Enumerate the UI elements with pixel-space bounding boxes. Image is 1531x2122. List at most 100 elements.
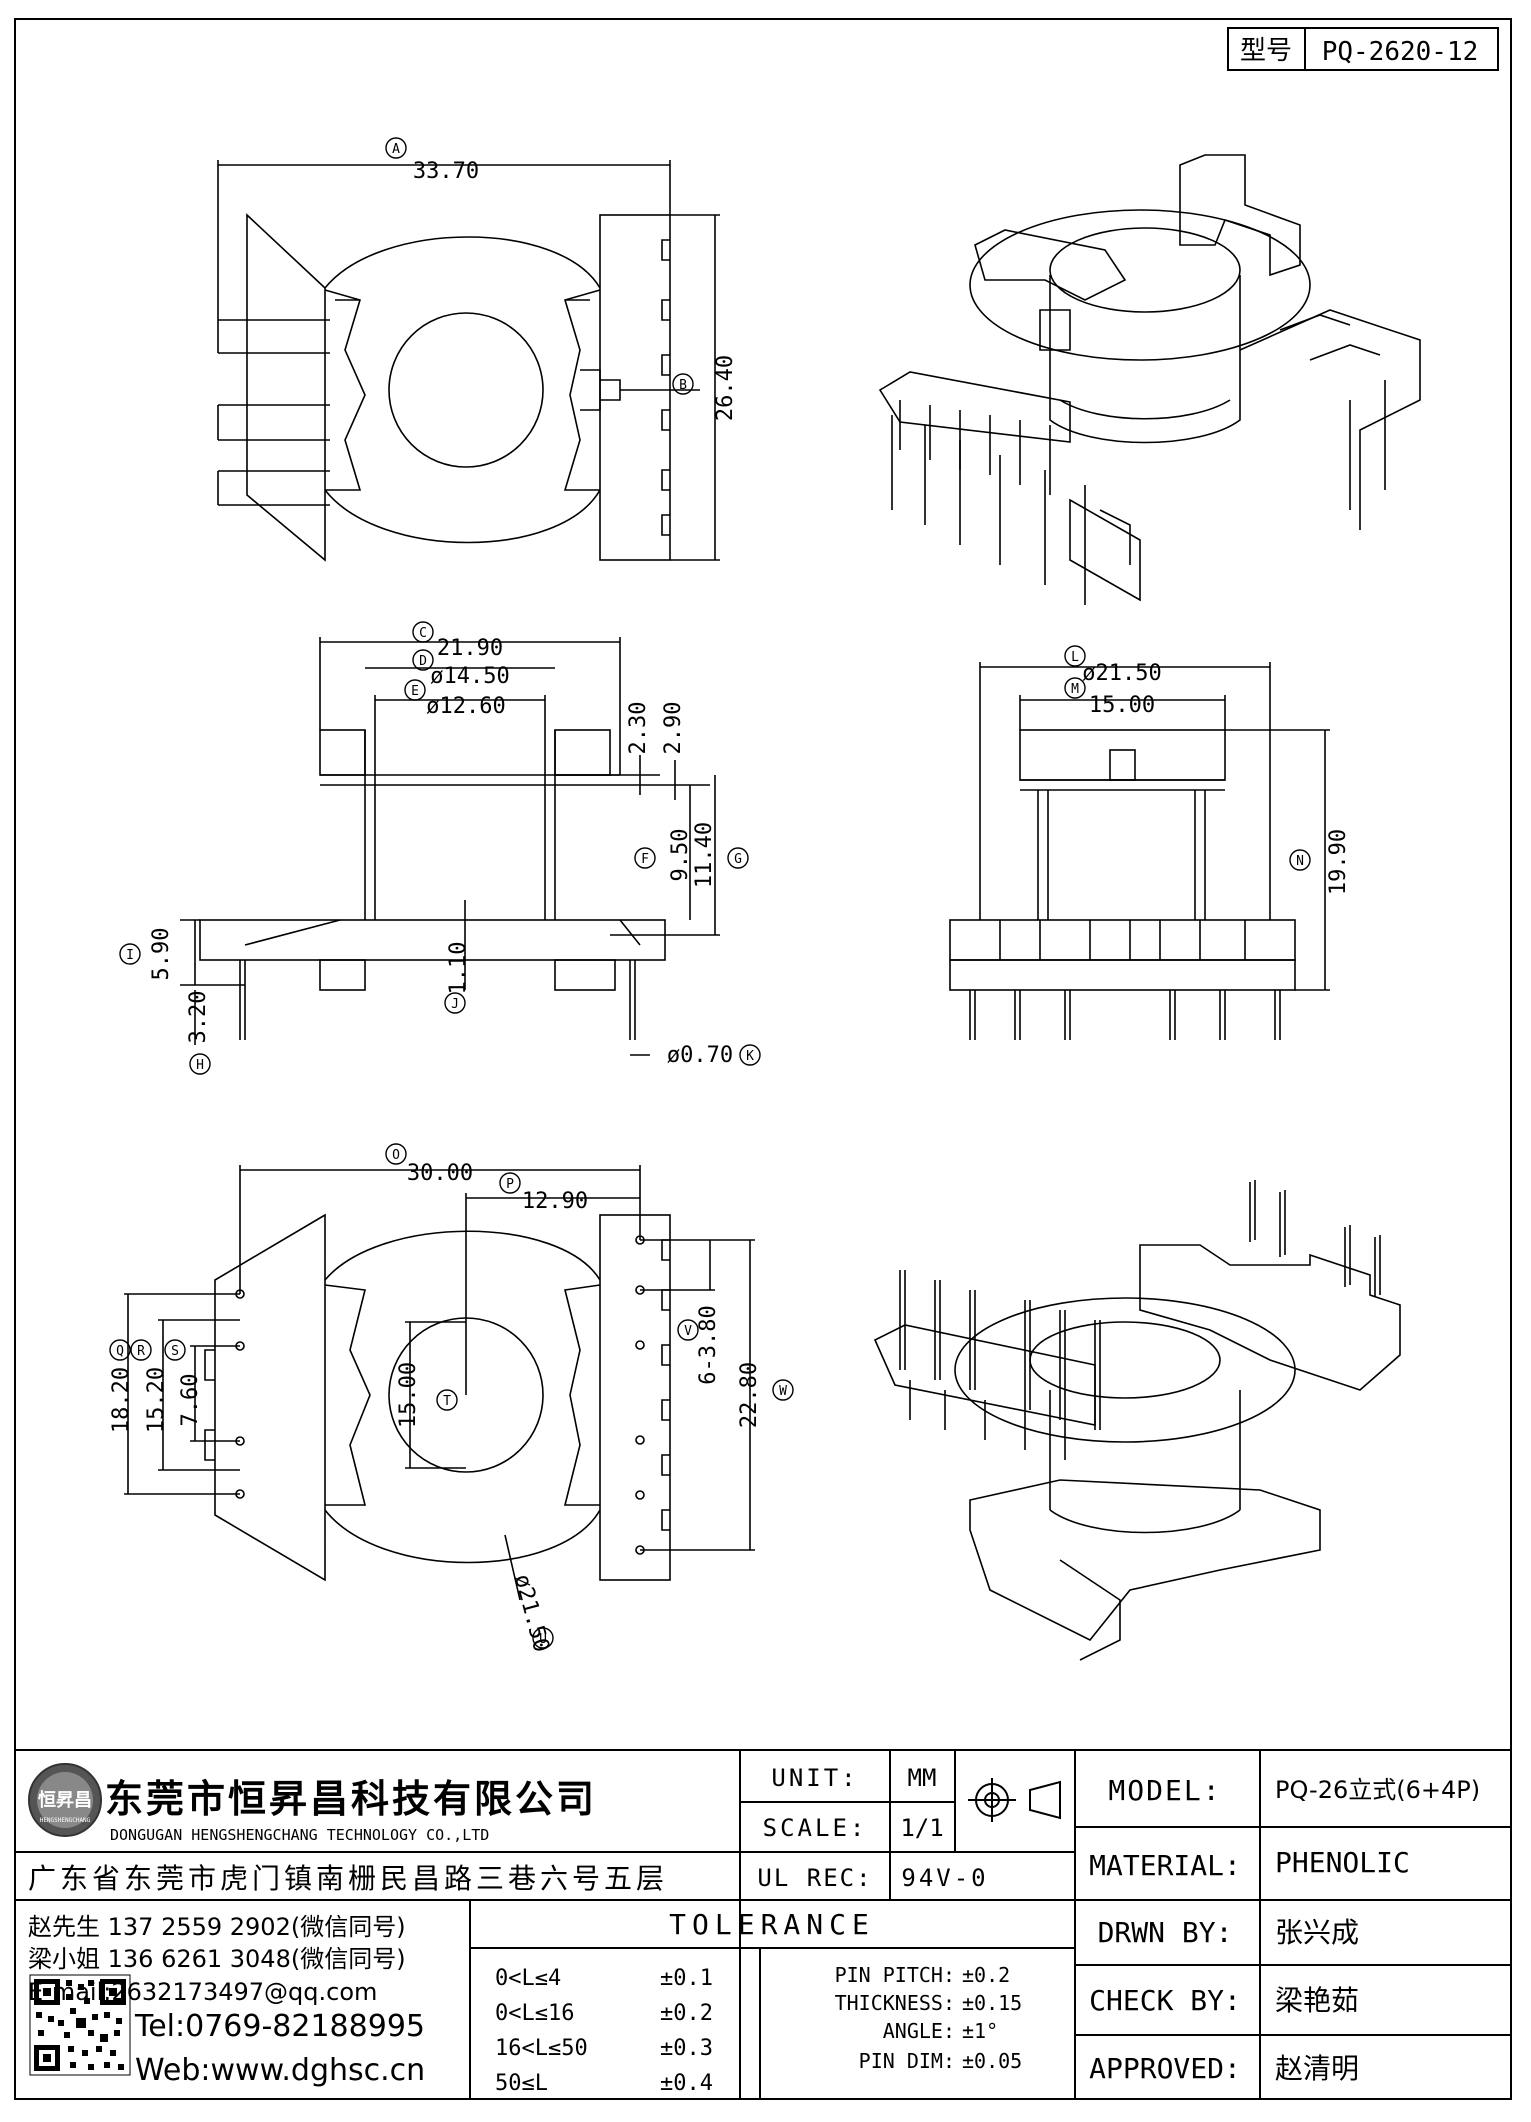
dim-D: D ø14.50 xyxy=(412,649,510,689)
svg-text:±0.2: ±0.2 xyxy=(962,1963,1010,1987)
dim-A: A 33.70 xyxy=(385,137,479,184)
dim-W: W 22.80 xyxy=(737,1362,794,1428)
svg-text:ø14.50: ø14.50 xyxy=(430,664,509,689)
material-label: MATERIAL: xyxy=(1089,1849,1241,1882)
svg-text:22.80: 22.80 xyxy=(737,1362,762,1428)
svg-text:HENGSHENGCHANG: HENGSHENGCHANG xyxy=(40,1817,91,1824)
svg-text:ø12.60: ø12.60 xyxy=(426,694,505,719)
svg-text:O: O xyxy=(392,1148,400,1163)
svg-text:0<L≤4: 0<L≤4 xyxy=(495,1966,561,1991)
svg-text:ø0.70: ø0.70 xyxy=(667,1043,733,1068)
svg-text:30.00: 30.00 xyxy=(407,1161,473,1186)
svg-text:S: S xyxy=(171,1344,179,1359)
svg-text:9.50: 9.50 xyxy=(668,829,693,882)
dim-O: O 30.00 xyxy=(385,1143,473,1186)
svg-text:6-3.80: 6-3.80 xyxy=(696,1305,721,1384)
company-address: 广东省东莞市虎门镇南栅民昌路三巷六号五层 xyxy=(28,1862,668,1895)
svg-text:3.20: 3.20 xyxy=(186,991,211,1044)
svg-text:ø21.50: ø21.50 xyxy=(509,1572,554,1655)
svg-text:2.90: 2.90 xyxy=(661,702,686,755)
ulrec-label: UL REC: xyxy=(757,1864,872,1892)
svg-text:ø21.50: ø21.50 xyxy=(1082,661,1161,686)
ulrec-value: 94V-0 xyxy=(901,1864,988,1892)
svg-text:2.30: 2.30 xyxy=(626,702,651,755)
svg-text:D: D xyxy=(419,654,427,669)
dim-2-90: 2.90 xyxy=(661,702,686,755)
company-name-cn: 东莞市恒昇昌科技有限公司 xyxy=(105,1777,597,1821)
svg-text:18.20: 18.20 xyxy=(109,1367,134,1433)
dim-L: L ø21.50 xyxy=(1064,645,1162,686)
svg-text:26.40: 26.40 xyxy=(713,355,738,421)
svg-text:±0.3: ±0.3 xyxy=(660,2036,713,2061)
svg-text:B: B xyxy=(679,378,687,393)
spec-tolerances: PIN PITCH: THICKNESS: ANGLE: PIN DIM: ±0… xyxy=(835,1963,1023,2073)
svg-text:21.90: 21.90 xyxy=(437,636,503,661)
part-number-label: 型号 xyxy=(1240,36,1292,66)
svg-text:恒昇昌: 恒昇昌 xyxy=(38,1789,92,1811)
svg-text:H: H xyxy=(196,1058,204,1073)
svg-text:Q: Q xyxy=(116,1344,124,1359)
check-value: 梁艳茹 xyxy=(1275,1984,1359,2017)
dim-J: J 1.10 xyxy=(444,942,471,1014)
svg-text:±0.1: ±0.1 xyxy=(660,1966,713,1991)
svg-text:15.20: 15.20 xyxy=(144,1367,169,1433)
approved-label: APPROVED: xyxy=(1089,2052,1241,2085)
svg-text:F: F xyxy=(641,852,649,867)
svg-text:THICKNESS:: THICKNESS: xyxy=(835,1991,955,2015)
svg-text:E: E xyxy=(411,684,419,699)
svg-text:15.00: 15.00 xyxy=(1089,693,1155,718)
svg-text:50≤L: 50≤L xyxy=(495,2071,548,2096)
svg-text:±0.15: ±0.15 xyxy=(962,1991,1022,2015)
svg-text:U: U xyxy=(539,1632,547,1647)
svg-text:C: C xyxy=(419,626,427,641)
model-value: PQ-26立式(6+4P) xyxy=(1275,1776,1480,1804)
svg-text:J: J xyxy=(451,997,459,1012)
svg-text:A: A xyxy=(392,142,400,157)
dim-C: C 21.90 xyxy=(412,621,503,661)
title-block-lines xyxy=(14,1749,1512,2100)
dim-G: G 11.40 xyxy=(692,822,749,888)
drawing-frame xyxy=(14,18,1512,2100)
website: Web:www.dghsc.cn xyxy=(135,2053,425,2088)
scale-label: SCALE: xyxy=(763,1814,868,1842)
svg-text:0<L≤16: 0<L≤16 xyxy=(495,2001,574,2026)
svg-text:ANGLE:: ANGLE: xyxy=(883,2019,955,2043)
drawn-label: DRWN BY: xyxy=(1098,1916,1233,1949)
svg-text:5.90: 5.90 xyxy=(149,928,174,981)
company-logo: 恒昇昌 HENGSHENGCHANG xyxy=(28,1763,102,1837)
svg-text:PIN DIM:: PIN DIM: xyxy=(859,2049,955,2073)
drawn-value: 张兴成 xyxy=(1275,1916,1359,1949)
dim-M: M 15.00 xyxy=(1064,677,1155,718)
svg-text:M: M xyxy=(1071,682,1079,697)
telephone: Tel:0769-82188995 xyxy=(134,2009,425,2044)
unit-label: UNIT: xyxy=(771,1764,858,1792)
svg-text:G: G xyxy=(734,852,742,867)
svg-text:L: L xyxy=(1071,650,1079,665)
unit-value: MM xyxy=(908,1764,937,1792)
part-number-value: PQ-2620-12 xyxy=(1322,37,1479,67)
iso-view-bottom xyxy=(873,1180,1401,1661)
svg-text:W: W xyxy=(779,1384,787,1399)
iso-view-top xyxy=(878,154,1421,605)
dim-K: ø0.70 K xyxy=(667,1043,761,1068)
model-label: MODEL: xyxy=(1108,1774,1221,1807)
tolerance-ranges: 0<L≤4 0<L≤16 16<L≤50 50≤L ±0.1 ±0.2 ±0.3… xyxy=(495,1966,713,2096)
svg-text:±1°: ±1° xyxy=(962,2019,998,2043)
svg-text:7.60: 7.60 xyxy=(178,1374,203,1427)
svg-text:16<L≤50: 16<L≤50 xyxy=(495,2036,588,2061)
dim-2-30: 2.30 xyxy=(626,702,651,755)
svg-text:K: K xyxy=(746,1049,754,1064)
approved-value: 赵清明 xyxy=(1275,2052,1359,2085)
scale-value: 1/1 xyxy=(900,1814,943,1842)
check-label: CHECK BY: xyxy=(1089,1984,1241,2017)
email: E-mail:2632173497@qq.com xyxy=(28,1978,377,2006)
dim-P: P 12.90 xyxy=(499,1172,588,1214)
dim-R: R 15.20 xyxy=(130,1339,169,1433)
contact-2: 梁小姐 136 6261 3048(微信同号) xyxy=(28,1945,406,1973)
svg-text:±0.2: ±0.2 xyxy=(660,2001,713,2026)
part-number-box: 型号 PQ-2620-12 xyxy=(1227,27,1499,71)
dim-Q: Q 18.20 xyxy=(109,1339,134,1433)
svg-text:T: T xyxy=(443,1394,451,1409)
svg-text:R: R xyxy=(137,1344,145,1359)
